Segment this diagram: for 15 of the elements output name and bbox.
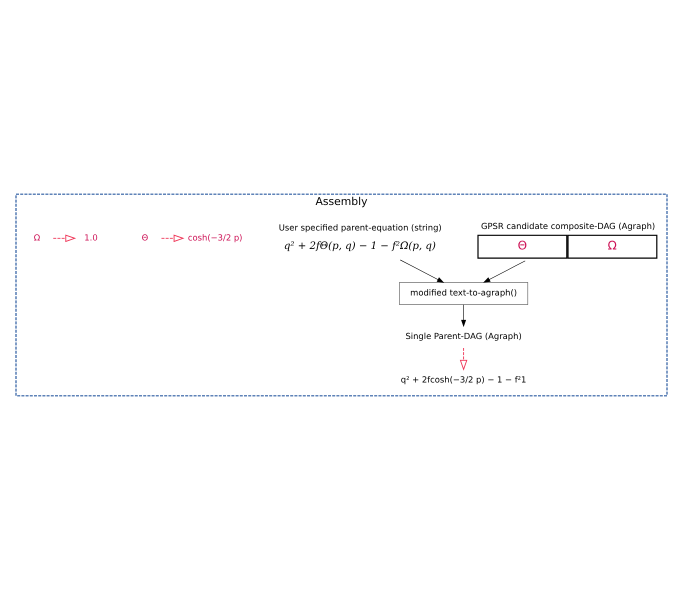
node-text: Ω bbox=[34, 232, 40, 243]
arrow bbox=[161, 234, 184, 242]
node-text: Θ bbox=[142, 232, 148, 243]
arrow bbox=[52, 234, 76, 242]
arrow bbox=[483, 260, 526, 283]
node-label: GPSR candidate composite-DAG (Agraph) bbox=[481, 220, 656, 231]
arrow bbox=[400, 260, 444, 283]
node-text: 1.0 bbox=[84, 232, 98, 243]
arrow bbox=[461, 304, 466, 328]
arrow bbox=[460, 348, 468, 371]
node-text: q² + 2fcosh(−3/2 p) − 1 − f²1 bbox=[400, 374, 526, 384]
node-text: User specified parent-equation (string) q² + 2fΘ(p, q) − 1 − f²Ω(p, q) bbox=[278, 222, 442, 252]
node-text: Single Parent-DAG (Agraph) bbox=[405, 331, 522, 342]
node-text: cosh(−3/2 p) bbox=[188, 232, 242, 243]
node-box: modified text-to-agraph() bbox=[399, 282, 528, 305]
